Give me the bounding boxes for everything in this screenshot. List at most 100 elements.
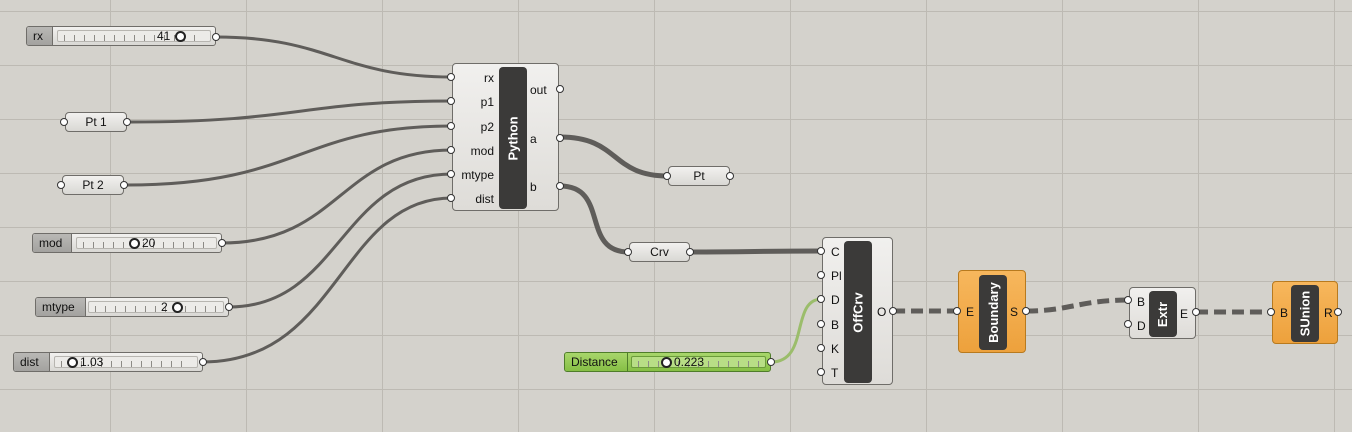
input-port-k[interactable]: [817, 344, 825, 352]
slider-value[interactable]: 0.223: [661, 353, 704, 371]
slider-track[interactable]: [57, 30, 211, 42]
param-label: Pt 1: [85, 115, 107, 129]
output-port-a[interactable]: [556, 134, 564, 142]
offcrv-component[interactable]: C Pl D B K T OffCrv O: [822, 237, 893, 385]
slider-rx[interactable]: rx 41: [26, 26, 216, 46]
input-port[interactable]: [57, 181, 65, 189]
param-label: Pt: [693, 169, 705, 183]
slider-track[interactable]: [76, 237, 217, 249]
slider-mod[interactable]: mod 20: [32, 233, 222, 253]
output-port-s[interactable]: [1022, 307, 1030, 315]
slider-value[interactable]: 41: [157, 27, 187, 45]
input-port-b[interactable]: [1267, 308, 1275, 316]
input-port-mod[interactable]: [447, 146, 455, 154]
output-label-b: b: [530, 180, 537, 194]
slider-ticks: [83, 242, 210, 248]
input-label-c: C: [831, 245, 840, 259]
input-port[interactable]: [60, 118, 68, 126]
input-port-b[interactable]: [1124, 296, 1132, 304]
output-port[interactable]: [225, 303, 233, 311]
slider-ticks: [638, 361, 759, 367]
slider-track[interactable]: [88, 301, 224, 313]
input-port-t[interactable]: [817, 368, 825, 376]
input-port-p2[interactable]: [447, 122, 455, 130]
slider-distance[interactable]: Distance 0.223: [564, 352, 771, 372]
slider-label: mtype: [36, 298, 86, 316]
output-port[interactable]: [218, 239, 226, 247]
component-title-bar[interactable]: Python: [499, 67, 527, 209]
input-label-t: T: [831, 366, 839, 380]
input-label-b: B: [831, 318, 840, 332]
boundary-component[interactable]: E Boundary S: [958, 270, 1026, 353]
input-label-pl: Pl: [831, 269, 842, 283]
param-pt2[interactable]: Pt 2: [62, 175, 124, 195]
slider-ticks: [61, 361, 191, 367]
output-label-r: R: [1324, 306, 1333, 320]
slider-grip-icon[interactable]: [129, 237, 140, 249]
input-port[interactable]: [663, 172, 671, 180]
input-label-rx: rx: [484, 71, 494, 85]
component-title-bar[interactable]: OffCrv: [844, 241, 872, 383]
slider-value-text: 2: [161, 300, 168, 314]
slider-mtype[interactable]: mtype 2: [35, 297, 229, 317]
input-port-mtype[interactable]: [447, 170, 455, 178]
output-port[interactable]: [120, 181, 128, 189]
output-port-e[interactable]: [1192, 308, 1200, 316]
input-port-dist[interactable]: [447, 194, 455, 202]
slider-grip-icon[interactable]: [175, 30, 187, 42]
param-pt[interactable]: Pt: [668, 166, 730, 186]
slider-ticks: [64, 35, 204, 41]
slider-value[interactable]: 2: [161, 298, 183, 316]
input-label-b: B: [1280, 306, 1289, 320]
output-port-r[interactable]: [1334, 308, 1342, 316]
input-port-d[interactable]: [1124, 320, 1132, 328]
input-label-k: K: [831, 342, 840, 356]
slider-value[interactable]: 1.03: [67, 353, 103, 371]
slider-label: dist: [14, 353, 50, 371]
input-port-c[interactable]: [817, 247, 825, 255]
slider-value[interactable]: 20: [129, 234, 155, 252]
input-port-d[interactable]: [817, 295, 825, 303]
output-port[interactable]: [199, 358, 207, 366]
output-port[interactable]: [212, 33, 220, 41]
input-port-rx[interactable]: [447, 73, 455, 81]
sunion-component[interactable]: B SUnion R: [1272, 281, 1338, 344]
slider-label: Distance: [565, 353, 628, 371]
python-component[interactable]: rx p1 p2 mod mtype dist Python out a b: [452, 63, 559, 211]
component-title: Extr: [1155, 301, 1171, 327]
slider-value-text: 0.223: [674, 355, 705, 369]
component-title-bar[interactable]: Extr: [1149, 291, 1177, 337]
component-title-bar[interactable]: Boundary: [979, 275, 1007, 350]
input-port-e[interactable]: [953, 307, 961, 315]
input-port-p1[interactable]: [447, 97, 455, 105]
input-label-d: D: [831, 293, 840, 307]
input-label-mod: mod: [470, 144, 494, 158]
component-title: OffCrv: [850, 291, 866, 333]
output-port[interactable]: [123, 118, 131, 126]
component-title-bar[interactable]: SUnion: [1291, 285, 1319, 342]
slider-dist[interactable]: dist 1.03: [13, 352, 203, 372]
param-label: Crv: [650, 245, 669, 259]
slider-grip-icon[interactable]: [171, 301, 183, 313]
slider-track[interactable]: [54, 356, 198, 368]
output-port-out[interactable]: [556, 85, 564, 93]
param-pt1[interactable]: Pt 1: [65, 112, 127, 132]
param-crv[interactable]: Crv: [629, 242, 690, 262]
output-label-out: out: [530, 83, 547, 97]
input-label-mtype: mtype: [461, 168, 494, 182]
extr-component[interactable]: B D Extr E: [1129, 287, 1196, 339]
input-port[interactable]: [624, 248, 632, 256]
output-port-b[interactable]: [556, 182, 564, 190]
output-port[interactable]: [767, 358, 775, 366]
slider-grip-icon[interactable]: [661, 356, 672, 368]
input-port-b[interactable]: [817, 320, 825, 328]
output-port-o[interactable]: [889, 307, 897, 315]
slider-ticks: [95, 306, 217, 312]
slider-grip-icon[interactable]: [67, 356, 78, 368]
output-label-e: E: [1180, 307, 1189, 321]
input-label-p1: p1: [480, 95, 494, 109]
output-label-s: S: [1010, 305, 1019, 319]
input-port-pl[interactable]: [817, 271, 825, 279]
output-port[interactable]: [686, 248, 694, 256]
output-port[interactable]: [726, 172, 734, 180]
